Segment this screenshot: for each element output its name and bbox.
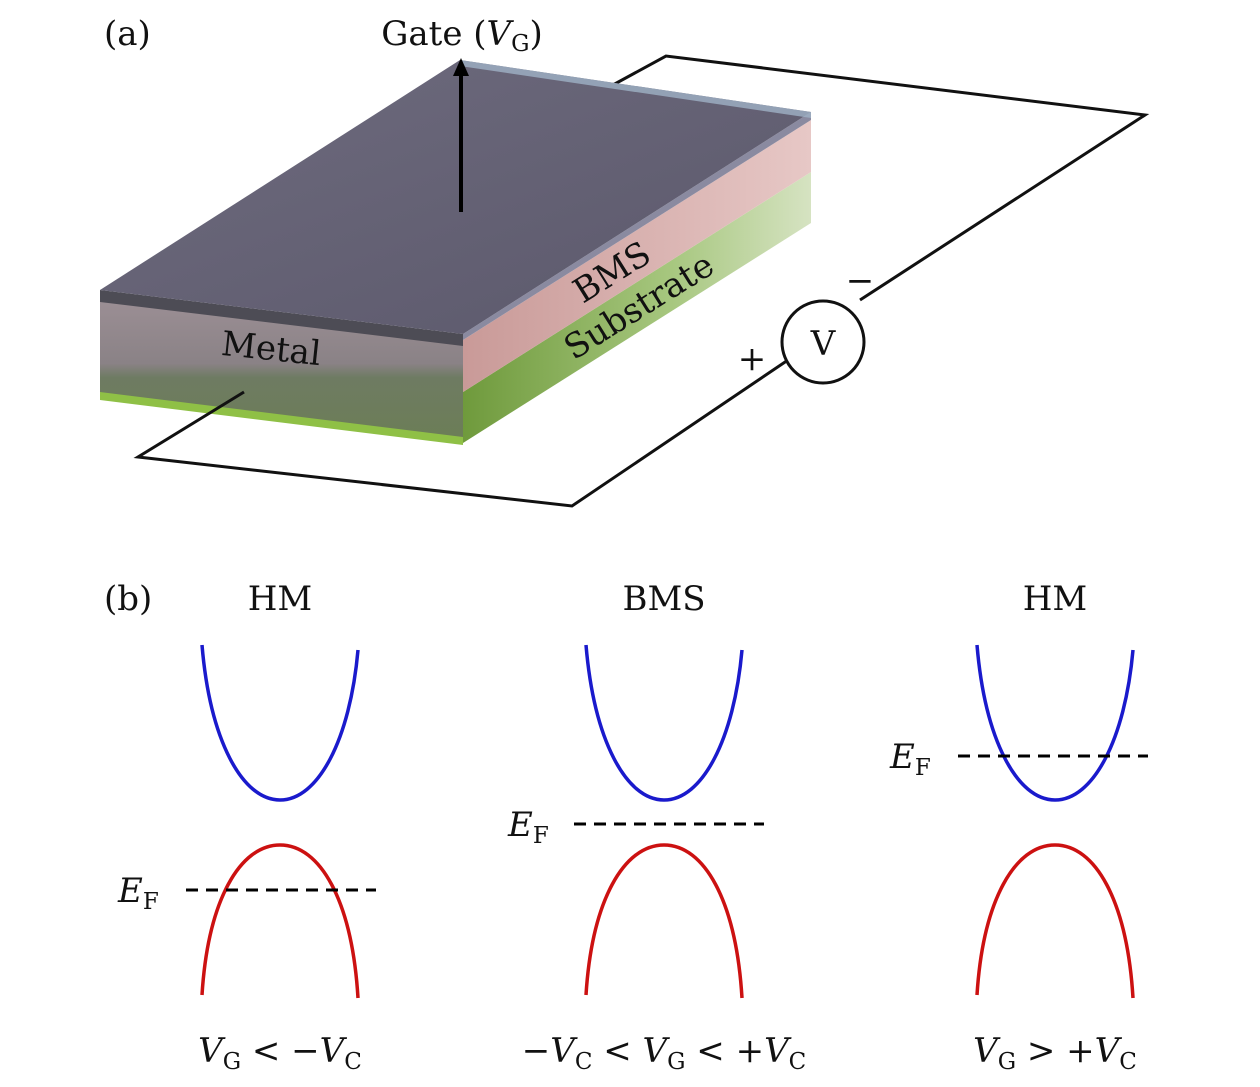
gate-label: Gate (VG) xyxy=(381,14,543,57)
voltmeter xyxy=(780,299,866,385)
column-title-3: HM xyxy=(1023,579,1087,619)
voltmeter-symbol: V xyxy=(810,324,837,364)
top-face-rim xyxy=(460,60,811,118)
gate-arrow-head xyxy=(453,58,469,76)
fermi-level-label-2: EF xyxy=(507,805,549,849)
front-dark-band xyxy=(100,290,463,346)
fermi-level-label-3: EF xyxy=(889,737,931,781)
substrate-side-face xyxy=(463,172,811,443)
valence-band-3 xyxy=(975,843,1135,999)
circuit-wire-front xyxy=(133,356,792,508)
valence-band-2 xyxy=(584,843,744,999)
column-title-2: BMS xyxy=(622,579,705,619)
device-illustration: V + − Metal BMS Substrate xyxy=(100,54,1150,508)
device-top-face xyxy=(100,60,811,334)
valence-band-1 xyxy=(200,843,360,999)
panel-a-label: (a) xyxy=(104,14,151,54)
circuit-wire-back xyxy=(599,54,1150,302)
voltmeter-minus: − xyxy=(846,261,875,301)
conduction-band-2 xyxy=(584,644,744,802)
voltmeter-plus: + xyxy=(738,339,767,379)
conduction-band-1 xyxy=(200,644,360,802)
condition-label-3: VG > +VC xyxy=(973,1031,1137,1075)
front-green-edge xyxy=(100,392,463,445)
condition-label-2: −VC < VG < +VC xyxy=(522,1031,806,1075)
condition-label-1: VG < −VC xyxy=(198,1031,362,1075)
bms-side-face xyxy=(463,120,811,392)
top-cap-side xyxy=(463,112,811,340)
column-title-1: HM xyxy=(248,579,312,619)
band-diagrams: HM EF VG < −VC BMS EF −VC < VG < +VC HM EF VG > … xyxy=(117,579,1148,1075)
panel-b-label: (b) xyxy=(104,579,152,619)
fermi-level-label-1: EF xyxy=(117,871,159,915)
conduction-band-3 xyxy=(975,644,1135,802)
